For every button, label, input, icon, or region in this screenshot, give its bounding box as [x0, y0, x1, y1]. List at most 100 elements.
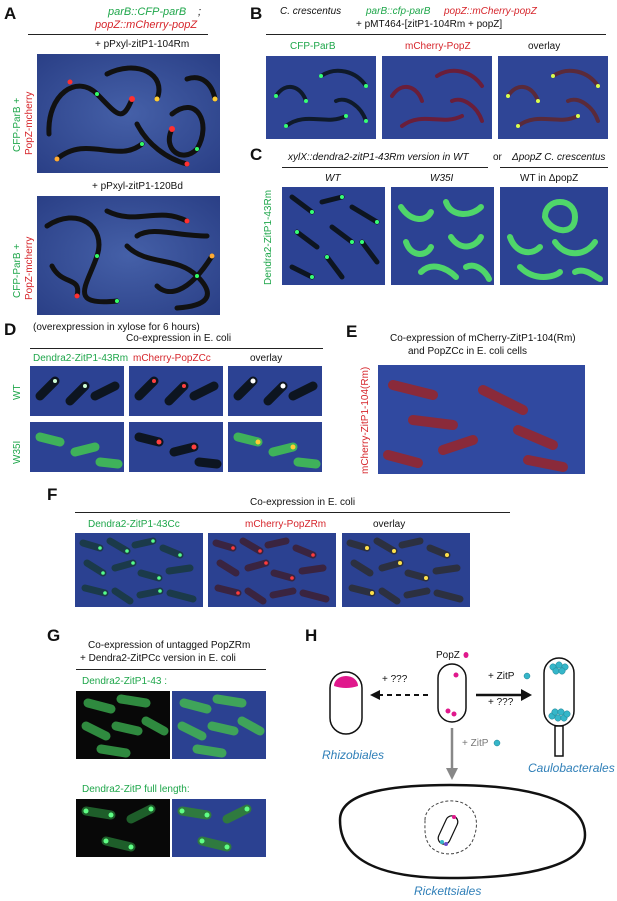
center-popz-spot-bottom-2 — [451, 711, 457, 717]
popz-legend-icon — [463, 652, 469, 658]
panel-b-title-black: C. crescentus — [280, 6, 342, 17]
panel-h-rhizobiales: Rhizobiales — [322, 748, 385, 762]
panel-d-row1-label: WT — [12, 384, 23, 400]
panel-c-title-or: or — [493, 152, 502, 163]
panel-h-left-question: + ??? — [382, 674, 408, 685]
panel-b-title-green: parB::cfp-parB — [366, 6, 431, 17]
panel-c-col1-label: WT — [325, 173, 341, 184]
panel-g-title-2: + Dendra2-ZitPCc version in E. coli — [80, 653, 236, 664]
zitp-right-legend-icon — [523, 672, 531, 680]
panel-g-title-1: Co-expression of untagged PopZRm — [88, 640, 251, 651]
panel-a-micrograph-1 — [37, 54, 220, 173]
panel-g-row1-dendra — [76, 691, 170, 759]
panel-a-condition-1: + pPxyl-zitP1-104Rm — [95, 39, 190, 50]
panel-f-col2-label: mCherry-PopZRm — [245, 519, 327, 530]
panel-f-micrograph-overlay — [342, 533, 470, 607]
panel-h-right-zitp: + ZitP — [488, 671, 515, 682]
panel-a-micrograph-2 — [37, 196, 220, 315]
panel-g-sub-2: Dendra2-ZitP full length: — [82, 784, 190, 795]
panel-g-row1-overlay — [172, 691, 266, 759]
panel-label-b: B — [250, 4, 263, 23]
panel-label-c: C — [250, 145, 263, 164]
panel-h-right-question: + ??? — [488, 697, 514, 708]
panel-c-col2-label: W35I — [430, 173, 454, 184]
panel-a-ylabel-2-red: PopZ-mcherry — [24, 236, 35, 300]
panel-d-wt-dendra — [30, 366, 124, 416]
rhizobiales-cell — [329, 671, 363, 735]
panel-a-note: (overexpression in xylose for 6 hours) — [33, 322, 200, 333]
panel-f-title: Co-expression in E. coli — [250, 497, 356, 508]
panel-h-down-zitp: + ZitP — [462, 738, 489, 749]
panel-label-a: A — [4, 4, 17, 23]
panel-d-w35i-dendra — [30, 422, 124, 472]
caulobacterales-zitp-cluster-top — [549, 661, 569, 675]
panel-label-e: E — [346, 322, 358, 341]
panel-b-divider — [266, 34, 606, 35]
panel-a-title-green: parB::CFP-parB — [108, 6, 187, 18]
panel-g-row2-overlay — [172, 799, 266, 857]
panel-b-col2-label: mCherry-PopZ — [405, 41, 471, 52]
host-cell — [338, 783, 587, 880]
panel-h-diagram — [329, 652, 587, 880]
panel-d-row2-label: W35I — [12, 440, 23, 464]
vacuole — [424, 800, 477, 855]
panel-b-col3-label: overlay — [528, 41, 561, 52]
panel-d-w35i-mcherry — [129, 422, 223, 472]
caulobacterales-zitp-cluster-bottom — [548, 708, 571, 722]
panel-label-d: D — [4, 320, 17, 339]
panel-b-micrograph-mcherry — [382, 56, 492, 139]
down-arrow-head-icon — [446, 768, 458, 780]
panel-d-col2-label: mCherry-PopZCc — [133, 353, 211, 364]
panel-g-divider — [76, 669, 266, 670]
panel-b-micrograph-cfp — [266, 56, 376, 139]
panel-f-micrograph-dendra — [75, 533, 203, 607]
panel-d-title: Co-expression in E. coli — [126, 333, 232, 344]
panel-b-title-2: + pMT464-[zitP1-104Rm + popZ] — [356, 19, 503, 30]
panel-a-condition-2: + pPxyl-zitP1-120Bd — [92, 181, 183, 192]
panel-a-ylabel-2-green: CFP-ParB + — [12, 243, 23, 298]
panel-c-title-left: xylX::dendra2-zitP1-43Rm version in WT — [288, 152, 469, 163]
panel-b-title-red: popZ::mCherry-popZ — [444, 6, 537, 17]
panel-a-title-red: popZ::mCherry-popZ — [95, 19, 198, 31]
panel-c-micrograph-delta-popz — [500, 187, 608, 285]
panel-c-col3-label: WT in ΔpopZ — [520, 173, 579, 184]
rhizobiales-polar-popz — [334, 676, 358, 688]
panel-c-micrograph-w35i — [391, 187, 494, 285]
panel-e-title-1: Co-expression of mCherry-ZitP1-104(Rm) — [390, 333, 576, 344]
panel-b-micrograph-overlay — [498, 56, 608, 139]
right-arrow-head-icon — [521, 689, 532, 701]
center-cell — [437, 663, 467, 723]
panel-d-wt-overlay — [228, 366, 322, 416]
panel-a-divider — [28, 34, 208, 35]
panel-f-micrograph-mcherry — [208, 533, 336, 607]
panel-a-ylabel-1-red: PopZ-mcherry — [24, 91, 35, 155]
panel-d-w35i-overlay — [228, 422, 322, 472]
panel-h-popz-label: PopZ — [436, 650, 460, 661]
panel-f-col1-label: Dendra2-ZitP1-43Cc — [88, 519, 180, 530]
panel-c-title-right: ΔpopZ C. crescentus — [512, 152, 606, 163]
panel-d-col1-label: Dendra2-ZitP1-43Rm — [33, 353, 129, 364]
panel-e-ylabel: mCherry-ZitP1-104(Rm) — [360, 366, 371, 474]
center-popz-spot-bottom-1 — [445, 708, 451, 714]
panel-g-row2-dendra — [76, 799, 170, 857]
panel-d-col3-label: overlay — [250, 353, 283, 364]
panel-label-h: H — [305, 626, 318, 645]
panel-c-divider-right — [500, 167, 608, 168]
panel-c-ylabel: Dendra2-ZitP1-43Rm — [263, 189, 274, 285]
panel-a-ylabel-1-green: CFP-ParB + — [12, 97, 23, 152]
caulobacterales-stalk — [554, 725, 564, 757]
panel-f-col3-label: overlay — [373, 519, 406, 530]
panel-c-micrograph-wt — [282, 187, 385, 285]
intracellular-bacterium — [437, 815, 459, 846]
panel-h-caulobacterales: Caulobacterales — [528, 761, 615, 775]
panel-e-title-2: and PopZCc in E. coli cells — [408, 346, 527, 357]
panel-a-title-sep: ; — [198, 6, 202, 18]
panel-label-g: G — [47, 626, 61, 645]
panel-c-divider-left — [282, 167, 488, 168]
panel-d-divider — [30, 348, 323, 349]
panel-h-rickettsiales: Rickettsiales — [414, 884, 482, 898]
zitp-down-legend-icon — [493, 739, 501, 747]
panel-b-col1-label: CFP-ParB — [290, 41, 336, 52]
panel-f-divider — [75, 512, 510, 513]
panel-e-micrograph — [378, 365, 585, 474]
